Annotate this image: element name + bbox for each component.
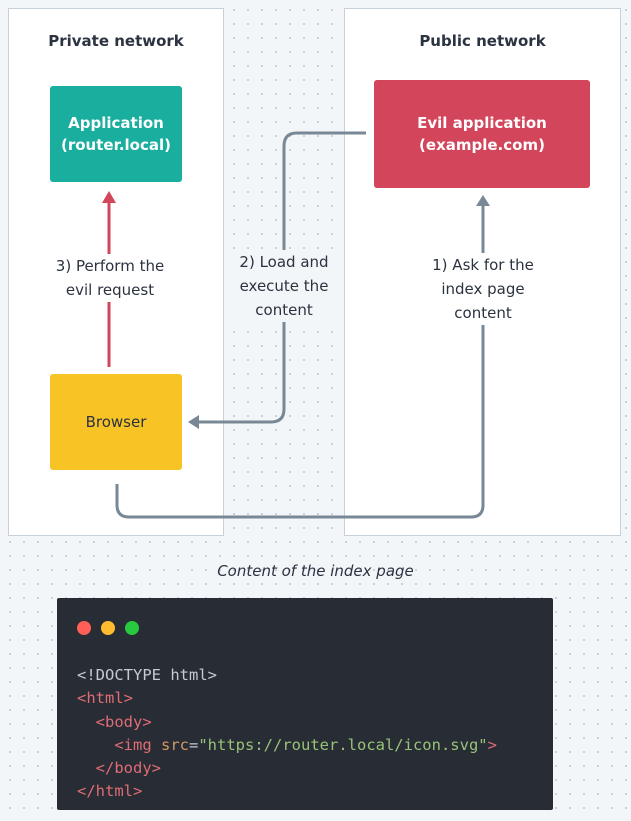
step1-label: 1) Ask for the index page content (413, 253, 553, 325)
application-arrowhead (102, 191, 116, 203)
code-line: <img src="https://router.local/icon.svg"… (77, 734, 497, 757)
code-token: <img (77, 735, 161, 754)
evil-application-node-host: (example.com) (419, 136, 545, 154)
code-token: <!DOCTYPE html> (77, 666, 217, 684)
public-network-title: Public network (419, 32, 546, 50)
code-token: </html> (77, 782, 143, 801)
code-line: <html> (77, 687, 497, 710)
code-token: <body> (77, 712, 152, 731)
private-network-title: Private network (48, 32, 184, 50)
code-token: </body> (77, 759, 161, 778)
evil-application-node: Evil application (example.com) (374, 80, 590, 188)
window-minimize-dot (101, 621, 115, 635)
window-close-dot (77, 621, 91, 635)
code-window: <!DOCTYPE html> <html> <body> <img src="h… (57, 598, 553, 810)
code-token: src (161, 735, 189, 754)
evil-app-arrowhead (476, 195, 490, 206)
application-node-title: Application (68, 114, 164, 132)
code-token: <html> (77, 689, 133, 708)
step2-label: 2) Load and execute the content (227, 250, 341, 322)
evil-application-node-title: Evil application (417, 114, 547, 132)
browser-to-evil-app-connector (115, 198, 485, 519)
browser-node-title: Browser (85, 413, 147, 431)
code-line: </body> (77, 757, 497, 780)
application-node-host: (router.local) (61, 136, 171, 154)
step3-label: 3) Perform the evil request (30, 254, 190, 302)
window-maximize-dot (125, 621, 139, 635)
code-token: > (487, 735, 497, 754)
browser-node: Browser (50, 374, 182, 470)
code-line: </html> (77, 780, 497, 803)
code-token: "https://router.local/icon.svg" (198, 735, 488, 754)
application-node: Application (router.local) (50, 86, 182, 182)
code-line: <body> (77, 711, 497, 734)
browser-arrowhead (188, 415, 199, 429)
code-line: <!DOCTYPE html> (77, 664, 497, 687)
code-caption: Content of the index page (217, 562, 414, 580)
code-token: = (189, 735, 199, 754)
code-block: <!DOCTYPE html> <html> <body> <img src="h… (77, 664, 497, 804)
